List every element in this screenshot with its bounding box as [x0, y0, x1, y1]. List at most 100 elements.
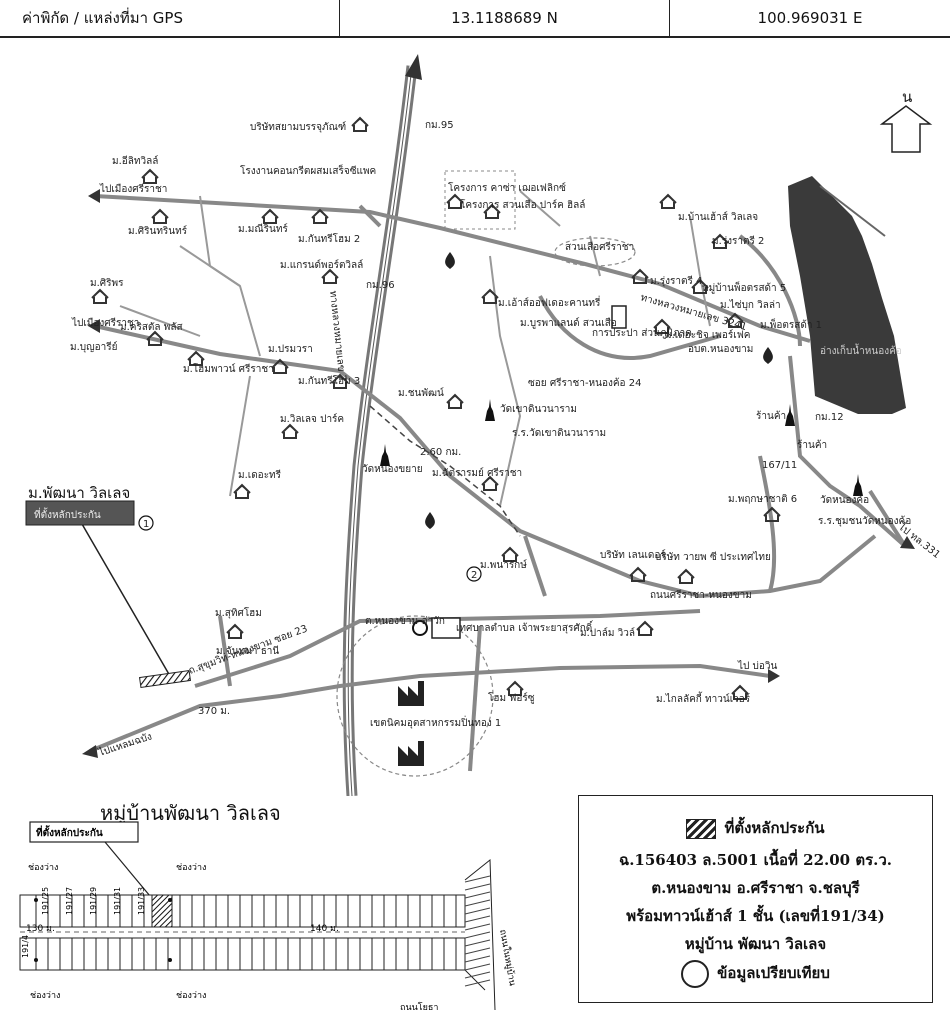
- label-sutthida: ม.สุทิศโฮม: [215, 606, 262, 619]
- label-taxcity: ม.ไซ่บุก วิลล่า: [720, 299, 781, 311]
- legend-row-collateral: ที่ตั้งหลักประกัน: [579, 816, 932, 840]
- label-schoolkhao: ร.ร.วัดเขาดินวนาราม: [512, 428, 606, 439]
- label-home-force: โฮม ฟอร์ซู: [488, 691, 535, 704]
- label-nongkham-rd: ถนนศรีราชา-หนองขาม: [650, 589, 752, 601]
- road-hatch-line: [464, 931, 491, 939]
- label-num167: 167/11: [762, 460, 797, 471]
- legend-row-deed: ฉ.156403 ล.5001 เนื้อที่ 22.00 ตร.ว.: [618, 851, 893, 869]
- label-vilsen: ม.วิลเลจ ปาร์ค: [280, 413, 344, 425]
- road-hatch-line: [464, 883, 491, 891]
- label-to-sriracha-2: ไปเมืองศรีราชา: [71, 317, 139, 329]
- gps-label: ค่าพิกัด / แหล่งที่มา GPS: [0, 0, 340, 36]
- label-km260: 2.60 กม.: [420, 447, 461, 458]
- plan-right-label: ถนนในหมู่บ้าน: [497, 929, 518, 987]
- village-plan: ที่ตั้งหลักประกัน ช่องว่าง ช่องว่าง ช่อง…: [19, 821, 518, 1013]
- road-hatch-line: [464, 955, 491, 963]
- reservoir-shape: [788, 176, 906, 414]
- road-network: [89, 194, 907, 772]
- label-siam-packaging: บริษัทสยามบรรจุภัณฑ์: [250, 121, 346, 133]
- road-hatch-line: [464, 899, 491, 907]
- label-pruksa6: ม.พฤกษาชาติ 6: [728, 494, 797, 505]
- label-delcry: ม.เดอะทรี: [238, 469, 282, 481]
- plan-title: หมู่บ้านพัฒนา วิลเลจ: [100, 801, 281, 825]
- label-watnongkhayai: วัดหนองขยาย: [362, 464, 423, 475]
- label-bannasiri: ม.บ้านเฮ้าส์ วิลเลจ: [678, 211, 758, 223]
- label-km12: กม.12: [815, 412, 844, 423]
- label-municipality: เทศบาลตำบล เจ้าพระยาสุรศักดิ์: [456, 620, 594, 634]
- label-concrete-plant: โรงงานคอนกรีตผสมเสร็จซีแพค: [240, 163, 376, 177]
- label-bungalow: ม.บุญอารีย์: [70, 341, 118, 353]
- label-rungrot4: ม.รุ่งราตรี 4: [650, 275, 702, 287]
- label-zoo: สวนเสือศรีราชา: [565, 241, 634, 253]
- municipality-building: [431, 617, 461, 639]
- label-mapreet: ม.มณีรินทร์: [238, 223, 288, 235]
- circle-2-label: 2: [471, 570, 477, 581]
- label-mpanusak: ม.พนารักษ์: [480, 559, 527, 571]
- road-hatch-line: [464, 923, 491, 931]
- circle-1-label: 1: [143, 519, 149, 530]
- plan-collateral-tag: ที่ตั้งหลักประกัน: [36, 825, 103, 839]
- legend-box: ที่ตั้งหลักประกัน ฉ.156403 ล.5001 เนื้อท…: [578, 795, 933, 1003]
- label-burapha: ม.บูรพาแลนด์ สวนเสือ: [520, 317, 617, 329]
- label-obt: อบต.หนองขาม: [688, 344, 753, 355]
- hatch-swatch-icon: [686, 819, 717, 839]
- label-soi24: ซอย ศรีราชา-หนองค้อ 24: [528, 377, 641, 389]
- lot-label-bottom: 191/4: [21, 935, 30, 958]
- collateral-lot: [151, 894, 173, 928]
- label-shop-1: ร้านค้า: [756, 410, 786, 422]
- road-hatch-line: [464, 979, 491, 987]
- label-chonprakarn: ม.ชนพัฒน์: [398, 387, 444, 399]
- road-hatch-line: [464, 963, 491, 971]
- label-company-2: บริษัท วายพ ซี ประเทศไทย: [655, 551, 771, 563]
- location-map: น ที่ตั้งหลักประกัน ม.พัฒนา วิลเลจ 1 2: [25, 54, 943, 796]
- label-suanset: โครงการ สวนเสือ ปาร์ค ฮิลล์: [460, 198, 585, 211]
- gps-latitude: 13.1188689 N: [340, 0, 670, 36]
- label-to-bowin: ไป บ่อวิน: [737, 660, 778, 672]
- route-dashed: [369, 405, 521, 537]
- factory-icons: [398, 681, 424, 766]
- road-hatch-line: [464, 915, 491, 923]
- label-nongkham-intersection: ต.หนองขาม-อ่าวัก: [365, 616, 445, 627]
- label-kanthanee2: ม.กันทรีโฮม 2: [298, 232, 360, 245]
- label-thitaram: ม.ฉัตรารมย์ ศรีราชา: [432, 467, 522, 479]
- highway-7: [342, 65, 418, 796]
- label-watnongkho: วัดหนองค้อ: [820, 494, 869, 506]
- label-prasuk: ม.ปรมวรา: [268, 344, 313, 355]
- plan-gap-2: ช่องว่าง: [176, 863, 206, 873]
- label-prakan: โครงการ คาซ่า เฌอเฟลิกซ์: [448, 181, 566, 194]
- north-label: น: [902, 88, 912, 106]
- collateral-box-label: ที่ตั้งหลักประกัน: [34, 507, 101, 521]
- legend-row-address: ต.หนองขาม อ.ศรีราชา จ.ชลบุรี: [651, 879, 860, 897]
- label-palm-ville: ม.ปาล์ม วิวล์: [580, 627, 635, 639]
- label-sivalin: ม.ศิรินทรินทร์: [128, 225, 188, 237]
- road-hatch-line: [464, 875, 491, 883]
- legend-row-village: หมู่บ้าน พัฒนา วิลเลจ: [684, 935, 827, 953]
- label-amazon: ม.เอ้าส์ออฟเดอะคานทรี่: [498, 295, 601, 309]
- label-watkhaokhun: วัดเขาดินวนาราม: [500, 404, 577, 415]
- label-parkvilla5: หมู่บ้านพ็อตรสด้า 5: [702, 280, 786, 294]
- label-pwa: การประปา ส่วนภูมิภาค: [592, 328, 692, 339]
- circle-icon: [681, 960, 710, 988]
- gps-header: ค่าพิกัด / แหล่งที่มา GPS 13.1188689 N 1…: [0, 0, 950, 38]
- label-km95: กม.95: [425, 120, 454, 131]
- pwa-building: [611, 305, 627, 329]
- label-km96: กม.96: [366, 280, 395, 291]
- plan-gap-4: ช่องว่าง: [176, 991, 206, 1001]
- lot-label-3: 191/29: [89, 887, 98, 915]
- plan-bottom-label: ถนนโยธา: [400, 1002, 438, 1013]
- label-school-nongkho: ร.ร.ชุมชนวัดหนองค้อ: [818, 515, 911, 527]
- label-reservoir: อ่างเก็บน้ำหนองค้อ: [820, 343, 902, 357]
- pattana-village-label: ม.พัฒนา วิลเลจ: [28, 484, 130, 502]
- label-company-1: บริษัท เลนเดอร์: [600, 549, 666, 561]
- plan-gap-1: ช่องว่าง: [28, 863, 58, 873]
- lot-label-2: 191/27: [65, 887, 74, 915]
- road-hatch-line: [464, 939, 491, 947]
- label-industrial: เขตนิคมอุตสาหกรรมปิ่นทอง 1: [370, 715, 501, 729]
- label-grandport: ม.แกรนด์พอร์ตวิลล์: [280, 259, 363, 271]
- label-phrotsada1: ม.พ็อตรสด้า 1: [760, 317, 822, 331]
- lot-label-4: 191/31: [113, 887, 122, 915]
- label-kanthanee3: ม.กันทรีโฮม 3: [298, 374, 360, 387]
- label-junthana: ม.จันทนา ธานี: [216, 645, 279, 657]
- road-hatch-line: [464, 971, 491, 979]
- legend-row-townhouse: พร้อมทาวน์เฮ้าส์ 1 ชั้น (เลขที่191/34): [626, 907, 885, 925]
